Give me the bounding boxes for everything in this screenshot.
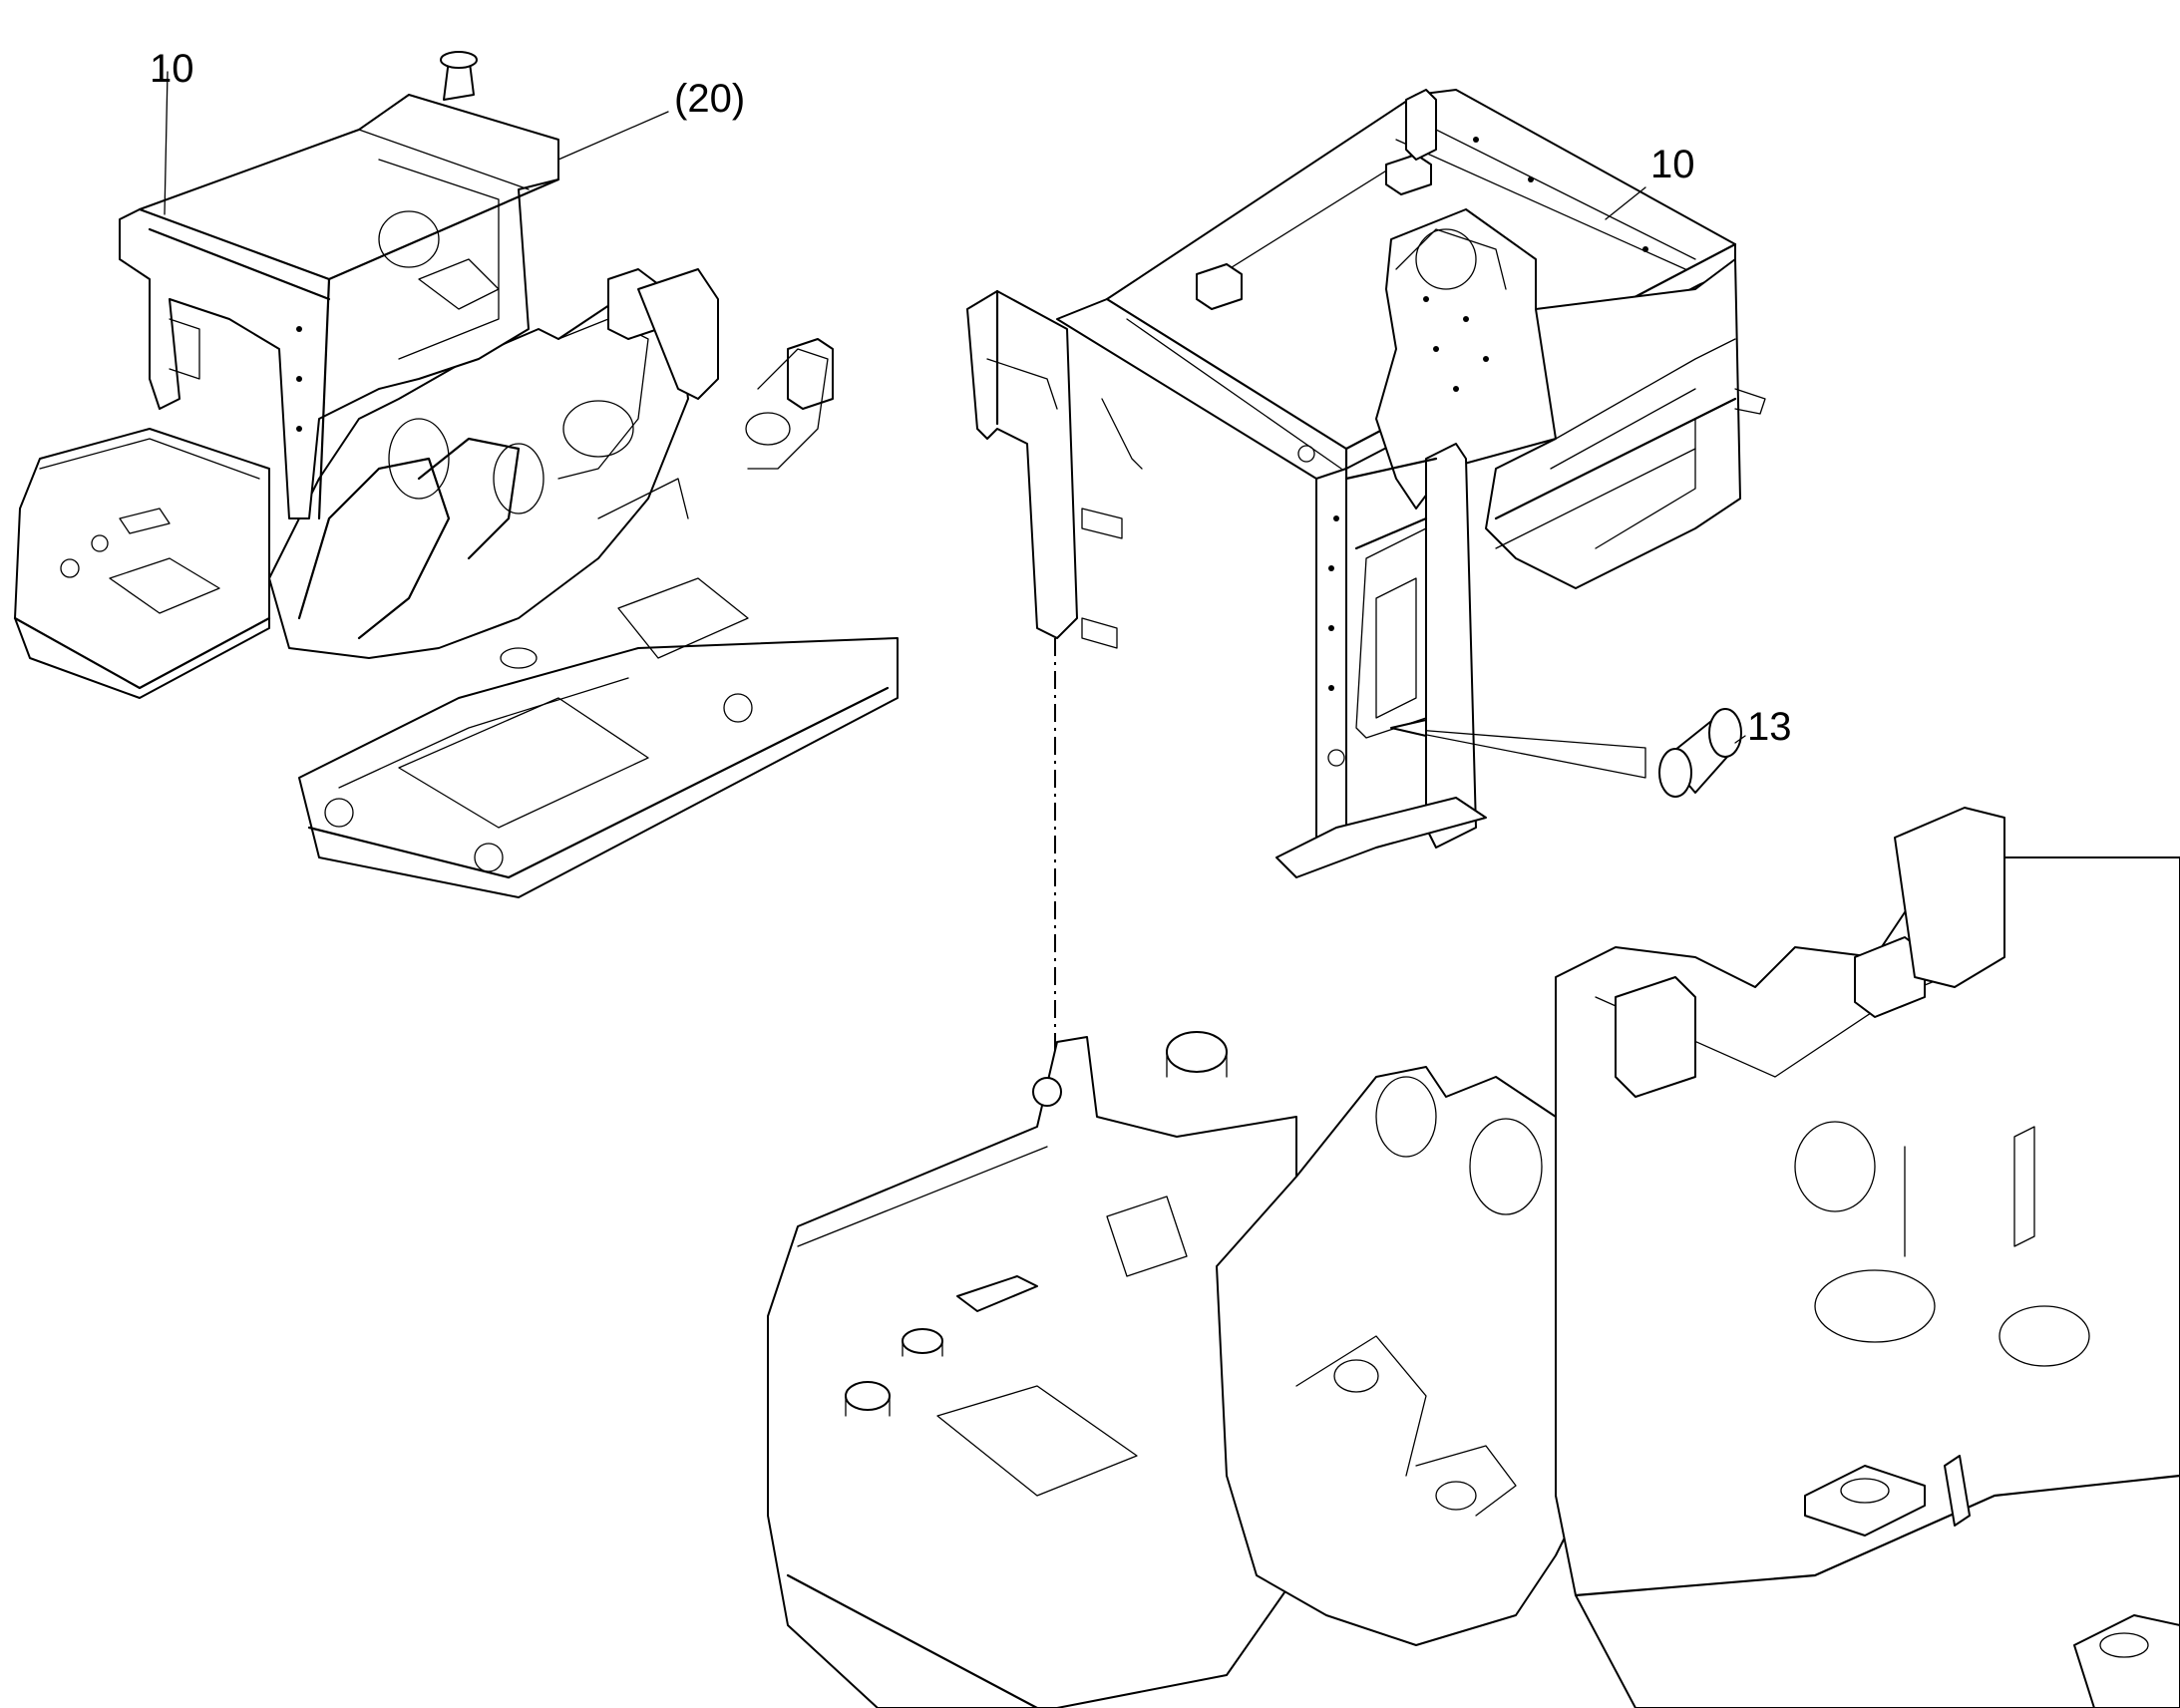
overview-cab-frame: [119, 51, 560, 520]
overview-leader-frame: [164, 71, 169, 215]
detail-callout-part: 13: [1747, 705, 1792, 749]
detail-cab-frame: [966, 89, 1766, 878]
overview-assembly: 10 (20): [13, 47, 899, 898]
detail-part-13: [1390, 708, 1742, 798]
overview-chassis-left: [13, 428, 271, 699]
detail-assembly: 10 13: [767, 89, 2180, 1708]
detail-leader-part: [1734, 735, 1746, 744]
overview-callout-reference: (20): [674, 77, 745, 121]
overview-callout-frame: 10: [150, 47, 194, 91]
overview-leader-reference: [557, 111, 669, 161]
overview-chassis-right: [298, 637, 899, 898]
detail-callout-frame: 10: [1650, 143, 1695, 186]
detail-leader-frame: [1605, 186, 1646, 220]
overview-mainframe: [268, 268, 834, 669]
detail-chassis: [767, 807, 2180, 1708]
